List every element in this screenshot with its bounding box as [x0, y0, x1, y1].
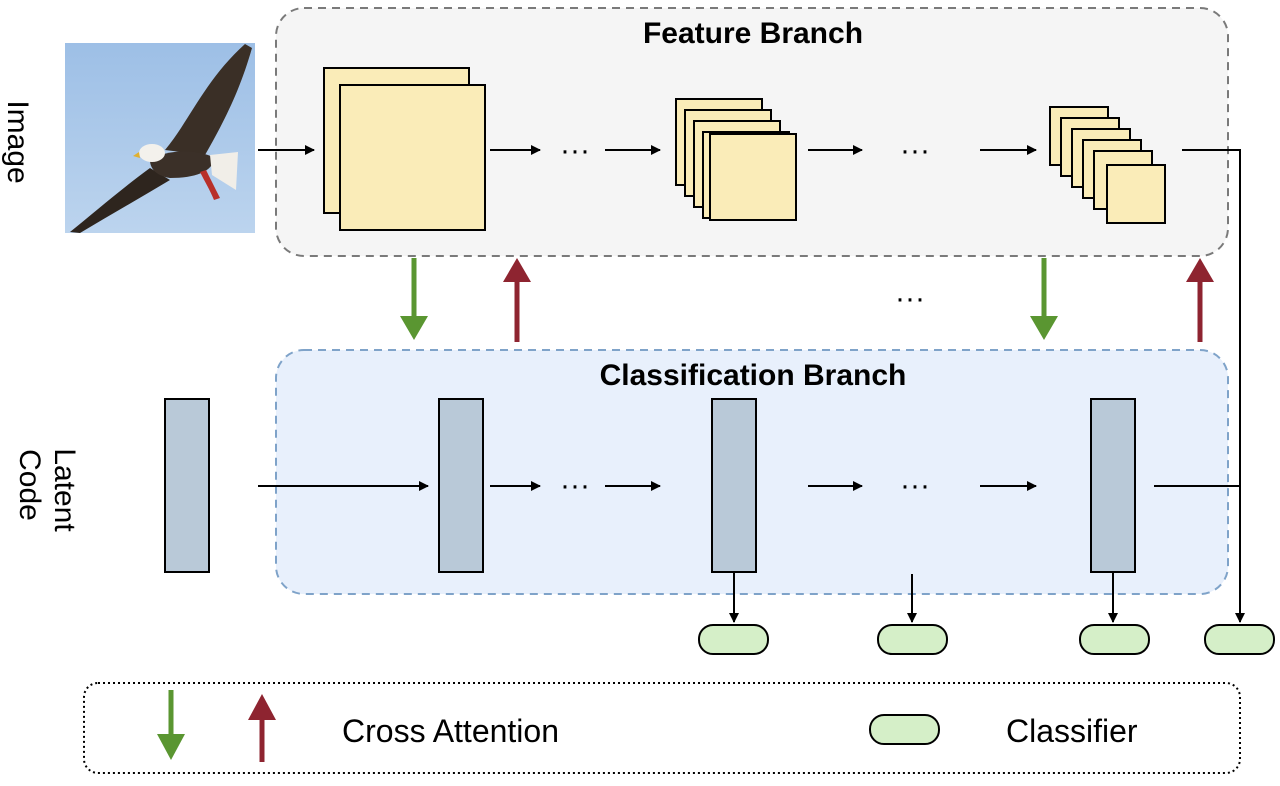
latent-code-block	[164, 398, 210, 573]
class-token-block-1	[438, 398, 484, 573]
latent-label: Latent	[48, 448, 81, 532]
ellipsis-feature-1: ···	[560, 134, 590, 167]
cross-attention-arrow-down-1	[400, 258, 428, 340]
feature-map-stack-2	[675, 98, 797, 221]
classifier-4	[1204, 624, 1275, 655]
classification-branch-title: Classification Branch	[600, 359, 907, 392]
image-label: Image	[1, 100, 34, 183]
legend-red-arrow-icon	[248, 694, 276, 762]
classifier-2	[877, 624, 948, 655]
classifier-3	[1079, 624, 1150, 655]
legend-classifier-icon	[869, 714, 940, 745]
feature-map-stack-3	[1049, 106, 1166, 224]
cross-attention-arrow-up-1	[503, 258, 531, 342]
class-token-block-2	[711, 398, 757, 573]
ellipsis-class-2: ···	[900, 469, 930, 502]
cross-attention-arrow-up-2	[1186, 258, 1214, 342]
ellipsis-between-branches: ···	[895, 282, 925, 315]
classifier-1	[698, 624, 769, 655]
ellipsis-class-1: ···	[560, 469, 590, 502]
legend-box	[83, 682, 1241, 774]
code-label: Code	[13, 449, 46, 521]
legend-green-arrow-icon	[157, 690, 185, 760]
feature-branch-title: Feature Branch	[643, 17, 863, 50]
feature-map-stack-1	[323, 67, 486, 231]
class-token-block-3	[1090, 398, 1136, 573]
ellipsis-feature-2: ···	[900, 134, 930, 167]
legend-classifier-label: Classifier	[1006, 713, 1138, 749]
eagle-image	[65, 43, 255, 233]
cross-attention-arrow-down-2	[1030, 258, 1058, 340]
legend-cross-attention-label: Cross Attention	[342, 713, 559, 749]
